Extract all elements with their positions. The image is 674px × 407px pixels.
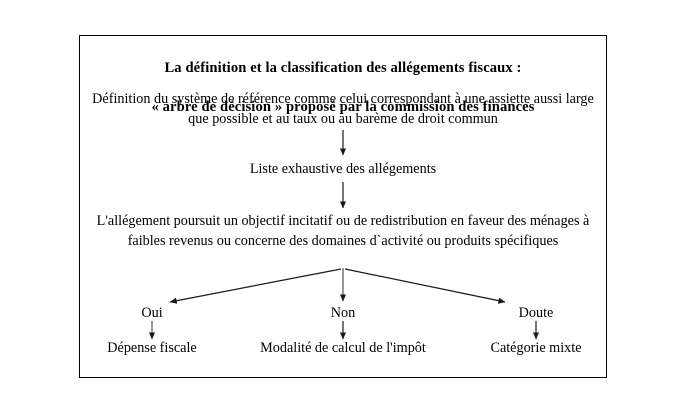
- figure-title: La définition et la classification des a…: [88, 40, 598, 137]
- figure-title-line-2: « arbre de décision » proposé par la com…: [151, 99, 535, 116]
- branch-label-non: Non: [330, 305, 356, 321]
- node-decision-question: L'allégement poursuit un objectif incita…: [96, 213, 590, 249]
- branch-label-doute: Doute: [518, 305, 554, 321]
- node-definition-reference-system: Définition du système de référence comme…: [92, 91, 594, 127]
- outcome-modalite-de-calcul: Modalité de calcul de l'impôt: [260, 340, 426, 356]
- outcome-depense-fiscale: Dépense fiscale: [107, 340, 197, 356]
- node-liste-exhaustive: Liste exhaustive des allégements: [249, 161, 437, 177]
- figure-title-line-1: La définition et la classification des a…: [164, 60, 522, 77]
- outcome-categorie-mixte: Catégorie mixte: [490, 340, 582, 356]
- branch-label-oui: Oui: [141, 305, 163, 321]
